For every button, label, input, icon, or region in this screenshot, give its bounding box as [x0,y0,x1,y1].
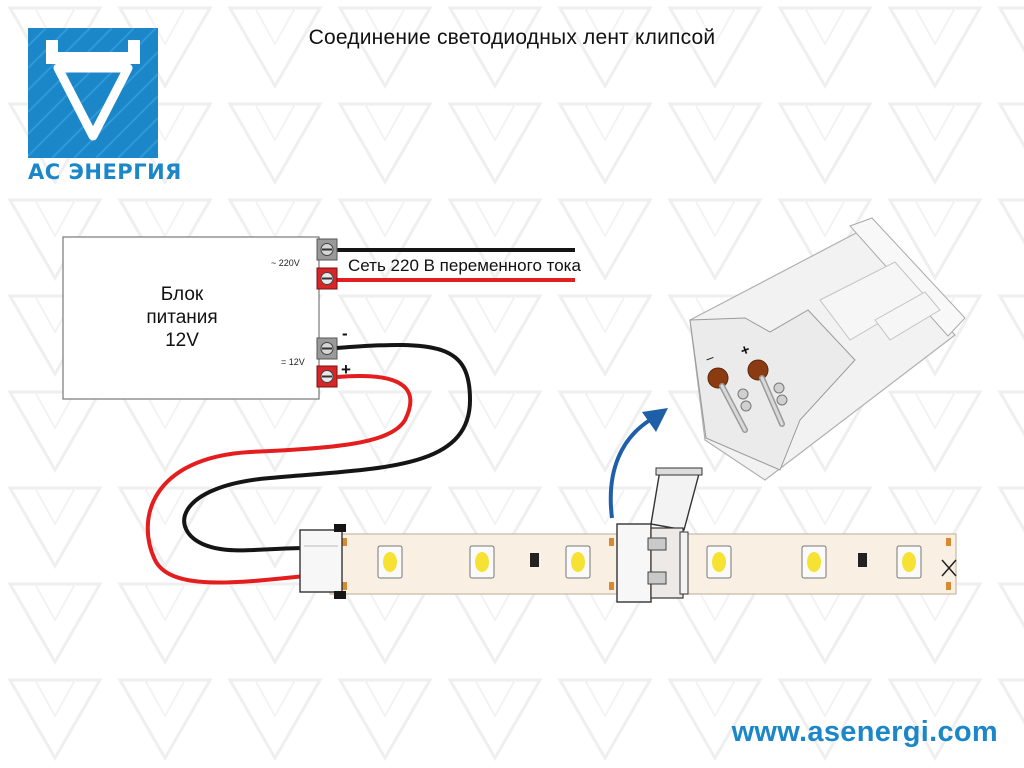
output-wire-black [182,343,473,553]
led-chip-icon [706,545,732,579]
input-voltage-label: ~ 220V [271,258,300,268]
output-plus-sign: + [341,360,351,379]
output-wire-red [145,373,413,585]
logo-text: АС ЭНЕРГИЯ [28,160,182,184]
resistor [858,553,867,567]
power-supply-label: Блок питания 12V [122,283,242,352]
led-chip-icon [565,545,591,579]
website-link[interactable]: www.asenergi.com [731,716,998,748]
mains-label: Сеть 220 В переменного тока [348,256,581,275]
led-chip-icon [801,545,827,579]
power-supply-box [62,236,320,400]
logo-v-icon [28,28,158,158]
output-voltage-label: = 12V [281,357,305,367]
led-chip-icon [469,545,495,579]
screw-terminal-icon [316,337,338,360]
power-supply-label-line2: питания [146,307,218,328]
end-clip [299,524,346,599]
output-minus-sign: - [342,324,348,343]
brand-logo[interactable]: АС ЭНЕРГИЯ [28,28,182,186]
led-chip-icon [377,545,403,579]
power-supply-label-line3: 12V [165,330,199,351]
screw-terminal-icon [316,267,338,290]
screw-terminal-icon [316,238,338,261]
led-chip-icon [896,545,922,579]
middle-clip [616,467,703,603]
page-title: Соединение светодиодных лент клипсой [308,26,716,49]
curved-arrow-icon [608,408,668,519]
screw-terminal-icon [316,365,338,388]
power-supply-label-line1: Блок [160,284,204,305]
connector-clip-icon [689,217,966,481]
resistor [530,553,539,567]
